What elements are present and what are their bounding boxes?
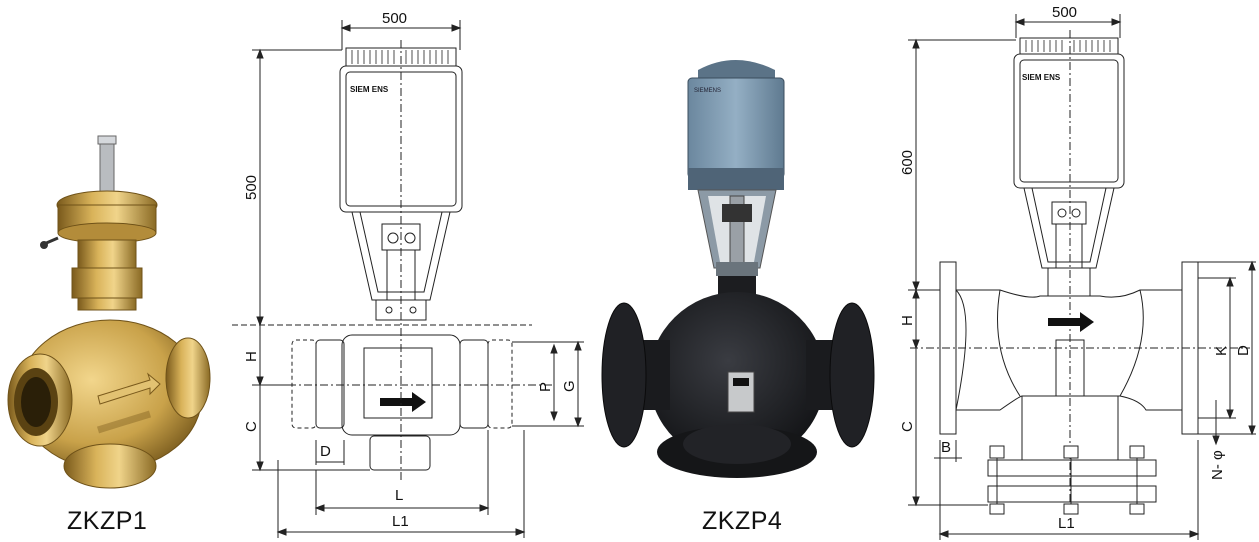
svg-text:SIEMENS: SIEMENS [694, 88, 721, 94]
product-caption: ZKZP4 [702, 507, 783, 535]
l-dimension-label: L [395, 487, 403, 504]
c-dimension-label: C [899, 421, 916, 432]
l1-dimension-label: L1 [1058, 515, 1075, 532]
d-dimension-label: D [320, 443, 331, 460]
flanged-valve-image: SIEMENS [601, 60, 875, 478]
h-dimension-label: H [243, 351, 260, 362]
c-dimension-label: C [243, 421, 260, 432]
width-dimension-label: 500 [382, 10, 407, 27]
brand-label: SIEM ENS [1022, 73, 1061, 82]
technical-drawing: 500 500 SIEM ENS [232, 10, 584, 538]
p-dimension-label: P [537, 382, 554, 392]
height-dimension-label: 600 [899, 150, 916, 175]
brand-label: SIEM ENS [350, 85, 389, 94]
b-dimension-label: B [941, 439, 951, 456]
l1-dimension-label: L1 [392, 513, 409, 530]
width-dimension-label: 500 [1052, 4, 1077, 21]
brass-valve-image [7, 135, 211, 489]
n-phi-label: N- φ [1209, 450, 1226, 480]
g-dimension-label: G [561, 380, 578, 392]
d-dimension-label: D [1235, 345, 1252, 356]
product-zkzp1: ZKZP1 [0, 0, 232, 542]
k-dimension-label: K [1213, 346, 1230, 356]
drawing-flanged-valve: 500 600 SIEM ENS [890, 0, 1259, 542]
product-caption: ZKZP1 [67, 507, 148, 535]
h-dimension-label: H [899, 315, 916, 326]
drawing-small-valve: 500 500 SIEM ENS [232, 0, 590, 542]
height-dimension-label: 500 [243, 175, 260, 200]
product-zkzp4: SIEMENS ZKZP4 [590, 0, 890, 542]
technical-drawing: 500 600 SIEM ENS [899, 4, 1256, 540]
